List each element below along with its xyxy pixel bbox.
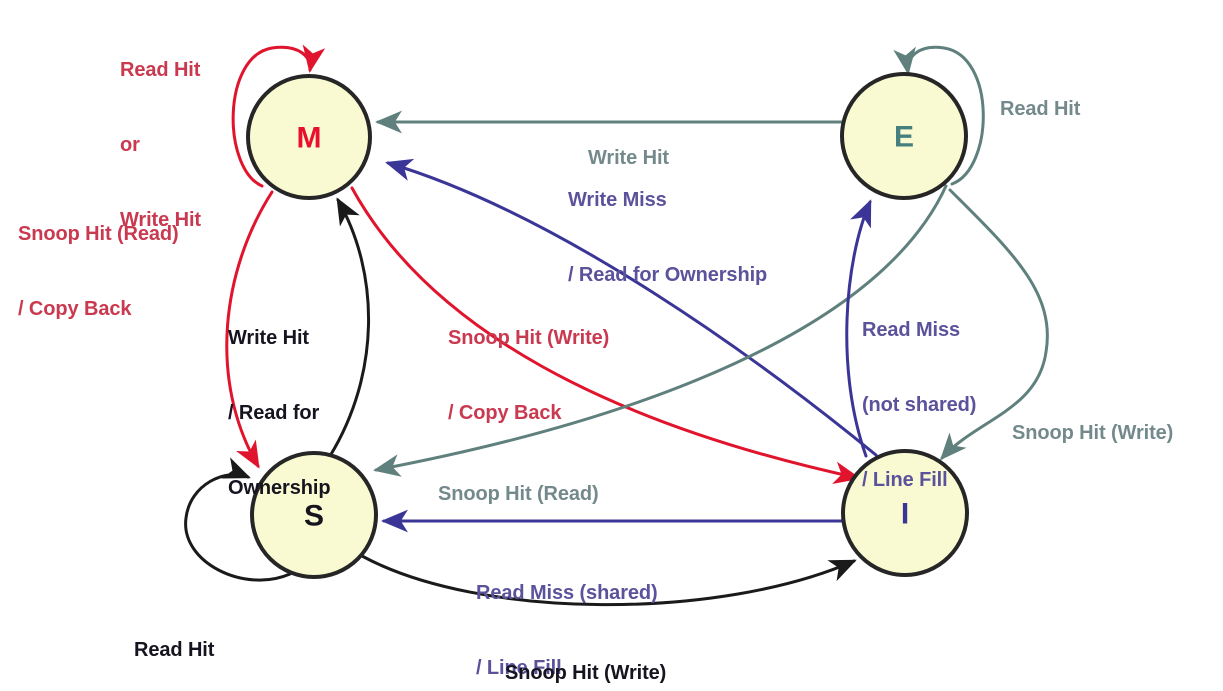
- label-line: Read Hit: [120, 59, 201, 81]
- label-line: Ownership: [228, 477, 331, 499]
- node-i-circle[interactable]: [841, 449, 969, 577]
- label-line: or: [120, 134, 140, 156]
- edge-i-to-e: [845, 199, 872, 458]
- edge-label-m-to-i: Snoop Hit (Write) / Copy Back: [448, 276, 609, 476]
- node-e-label: E: [894, 121, 914, 154]
- edge-m-to-i: [350, 186, 861, 485]
- label-line: Read Hit: [1000, 98, 1081, 120]
- label-line: / Copy Back: [448, 402, 562, 424]
- edge-label-e-to-s: Snoop Hit (Read): [438, 432, 599, 557]
- edge-s-to-m: [328, 197, 371, 458]
- label-line: / Line Fill: [476, 657, 562, 679]
- label-line: / Copy Back: [18, 298, 132, 320]
- edge-label-s-to-m: Write Hit / Read for Ownership: [228, 276, 331, 551]
- label-line: Snoop Hit (Write): [448, 327, 610, 349]
- label-line: Snoop Hit (Write): [1012, 422, 1174, 444]
- label-line: Snoop Hit (Read): [18, 223, 179, 245]
- node-s-label: S: [304, 500, 324, 533]
- label-line: Write Hit: [120, 209, 201, 231]
- edge-label-e-self-loop: Read Hit: [1000, 47, 1080, 172]
- label-line: Read Miss (shared): [476, 582, 658, 604]
- edge-label-s-to-i: Snoop Hit (Write): [505, 611, 666, 691]
- node-e[interactable]: E: [840, 72, 968, 200]
- node-m[interactable]: M: [246, 74, 372, 200]
- edge-label-i-to-m: Write Miss / Read for Ownership: [568, 138, 767, 338]
- node-i-label: I: [901, 498, 909, 531]
- label-line: Write Hit: [228, 327, 309, 349]
- edge-s-self-loop: [184, 457, 292, 582]
- node-e-circle[interactable]: [840, 72, 968, 200]
- edge-label-e-to-m: Write Hit: [588, 96, 669, 221]
- edge-m-self-loop: [231, 44, 326, 188]
- node-i[interactable]: I: [841, 449, 969, 577]
- edge-label-m-to-s: Snoop Hit (Read) / Copy Back: [18, 172, 179, 372]
- edge-label-s-self-loop: Read Hit or Snoop Hit (Read): [134, 588, 295, 691]
- label-line: Write Hit: [588, 147, 669, 169]
- edge-m-to-s: [225, 190, 274, 469]
- node-s[interactable]: S: [250, 451, 378, 579]
- label-line: (not shared): [862, 394, 977, 416]
- edge-s-to-i: [360, 554, 857, 607]
- edge-e-self-loop: [893, 45, 985, 186]
- label-line: Read Miss: [862, 319, 961, 341]
- edge-label-i-to-e: Read Miss (not shared) / Line Fill: [862, 268, 976, 543]
- edge-label-m-self-loop: Read Hit or Write Hit: [120, 8, 201, 283]
- edge-e-to-i: [939, 188, 1049, 461]
- edge-label-e-to-i: Snoop Hit (Write): [1012, 371, 1173, 496]
- label-line: Snoop Hit (Write): [505, 662, 667, 684]
- node-m-circle[interactable]: [246, 74, 372, 200]
- label-line: / Line Fill: [862, 469, 948, 491]
- edge-e-to-s: [373, 184, 948, 477]
- label-line: Snoop Hit (Read): [438, 483, 599, 505]
- label-line: / Read for: [228, 402, 320, 424]
- edge-i-to-m: [385, 158, 878, 457]
- node-s-circle[interactable]: [250, 451, 378, 579]
- label-line: Read Hit: [134, 639, 215, 661]
- label-line: / Read for Ownership: [568, 264, 768, 286]
- label-line: Write Miss: [568, 189, 667, 211]
- edge-label-i-to-s: Read Miss (shared) / Line Fill: [476, 531, 658, 691]
- node-m-label: M: [297, 122, 322, 155]
